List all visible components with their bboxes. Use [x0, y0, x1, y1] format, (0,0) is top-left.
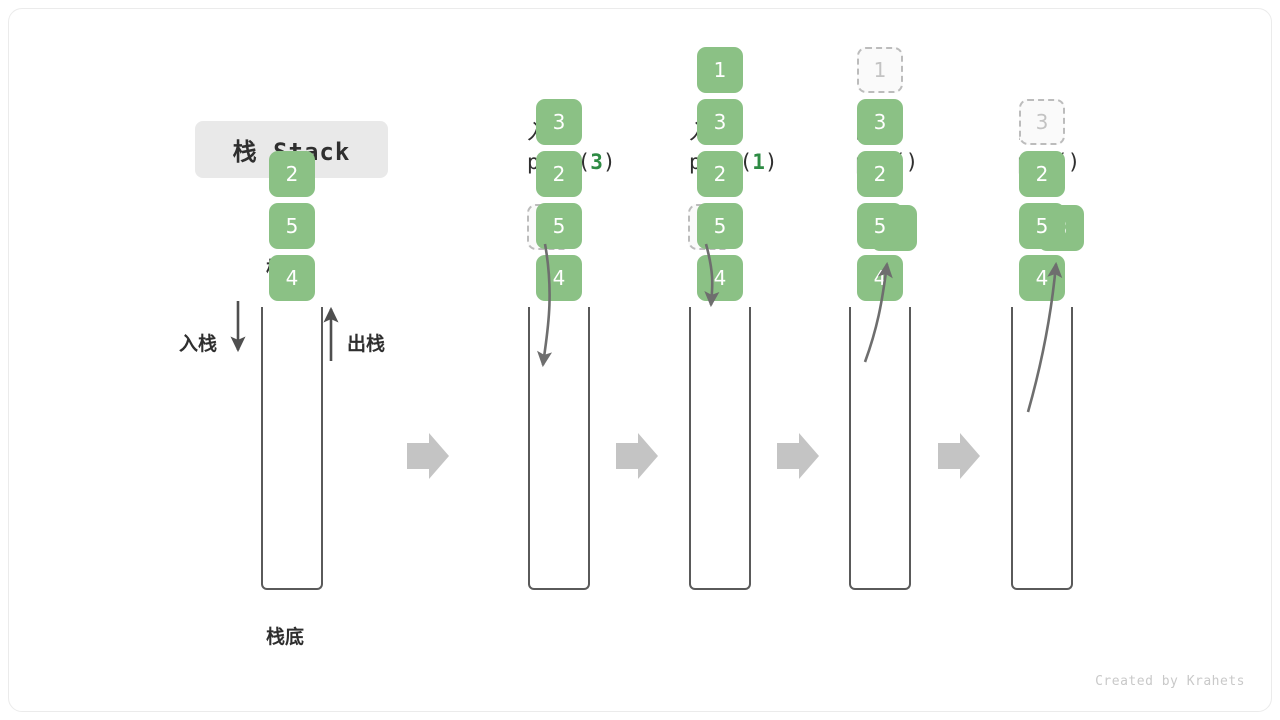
stack-cell: 5: [857, 203, 903, 249]
stack-walls: [849, 307, 911, 590]
code-suffix: ): [1067, 150, 1081, 174]
stack-cell: 3: [536, 99, 582, 145]
stack-cells: 4 5 2 3: [536, 93, 582, 301]
stack-cells: 4 5 2 3 1: [857, 41, 903, 301]
stack-cell: 2: [536, 151, 582, 197]
code-suffix: ): [764, 150, 778, 174]
stack-cell: 4: [697, 255, 743, 301]
stack-bottom-label: 栈底: [266, 626, 305, 648]
stack-cell: 2: [1019, 151, 1065, 197]
stack-cell: 2: [269, 151, 315, 197]
push-direction-label: 入栈: [179, 333, 218, 355]
stack-cell: 2: [697, 151, 743, 197]
stack-cell: 3: [857, 99, 903, 145]
stack-walls: [1011, 307, 1073, 590]
pop-direction-label: 出栈: [347, 333, 386, 355]
stack-cell: 5: [1019, 203, 1065, 249]
stack-cell-removed: 3: [1019, 99, 1065, 145]
stack-cells: 4 5 2 3: [1019, 93, 1065, 301]
chevron-right-icon-3: [777, 433, 819, 479]
stack-cells: 4 5 2 3 1: [697, 41, 743, 301]
stack-cell: 5: [269, 203, 315, 249]
code-argument: 1: [752, 150, 765, 174]
stack-walls: [528, 307, 590, 590]
stack-cell: 3: [697, 99, 743, 145]
stack-cell: 4: [536, 255, 582, 301]
chevron-right-icon-4: [938, 433, 980, 479]
chevron-right-icon-1: [407, 433, 449, 479]
stack-cell: 5: [536, 203, 582, 249]
code-argument: 3: [590, 150, 603, 174]
stack-cells: 4 5 2: [269, 145, 315, 301]
arrows-overlay: [230, 243, 1063, 479]
stack-cell: 4: [1019, 255, 1065, 301]
stack-walls: [261, 307, 323, 590]
credit-text: Created by Krahets: [1095, 674, 1245, 689]
chevron-right-icon-2: [616, 433, 658, 479]
diagram-card: 栈 Stack 栈顶 栈底 入栈 出栈 4 5 2 入栈 push(3) 3 4…: [8, 8, 1272, 712]
code-suffix: ): [905, 150, 919, 174]
stack-cell: 1: [697, 47, 743, 93]
stack-cell-removed: 1: [857, 47, 903, 93]
stack-cell: 4: [269, 255, 315, 301]
stack-walls: [689, 307, 751, 590]
stack-cell: 4: [857, 255, 903, 301]
stack-cell: 2: [857, 151, 903, 197]
code-suffix: ): [602, 150, 616, 174]
stack-cell: 5: [697, 203, 743, 249]
